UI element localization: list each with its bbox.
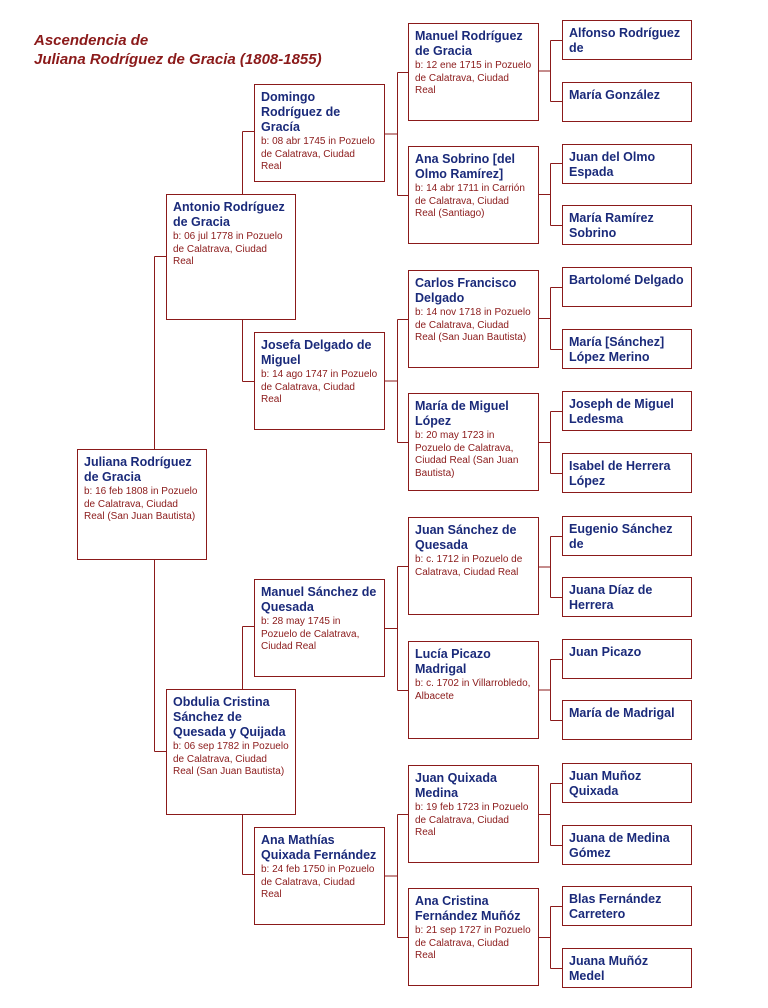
person-box-p19[interactable]: María Ramírez Sobrino bbox=[562, 205, 692, 245]
person-name: Juan Muñoz Quixada bbox=[569, 769, 642, 798]
person-name: María de Miguel López bbox=[415, 399, 509, 428]
person-name: Antonio Rodríguez de Gracia bbox=[173, 200, 285, 229]
person-name: Manuel Rodríguez de Gracia bbox=[415, 29, 523, 58]
person-box-p2[interactable]: Antonio Rodríguez de Gracia b: 06 jul 17… bbox=[166, 194, 296, 320]
person-name: Carlos Francisco Delgado bbox=[415, 276, 517, 305]
person-box-p28[interactable]: Juan Muñoz Quixada bbox=[562, 763, 692, 803]
title-line-2: Juliana Rodríguez de Gracia (1808-1855) bbox=[34, 51, 322, 68]
person-box-p22[interactable]: Joseph de Miguel Ledesma bbox=[562, 391, 692, 431]
person-box-p16[interactable]: Alfonso Rodríguez de bbox=[562, 20, 692, 60]
person-details: b: c. 1702 in Villarrobledo, Albacete bbox=[415, 678, 531, 702]
person-details: b: 14 abr 1711 in Carrión de Calatrava, … bbox=[415, 183, 525, 219]
person-box-p17[interactable]: María González bbox=[562, 82, 692, 122]
person-name: María [Sánchez] López Merino bbox=[569, 335, 665, 364]
person-name: Blas Fernández Carretero bbox=[569, 892, 662, 921]
person-box-p26[interactable]: Juan Picazo bbox=[562, 639, 692, 679]
person-name: Isabel de Herrera López bbox=[569, 459, 671, 488]
person-details: b: 12 ene 1715 in Pozuelo de Calatrava, … bbox=[415, 60, 532, 96]
person-name: María de Madrigal bbox=[569, 706, 675, 720]
person-details: b: 14 nov 1718 in Pozuelo de Calatrava, … bbox=[415, 307, 531, 343]
person-name: Lucía Picazo Madrigal bbox=[415, 647, 491, 676]
person-box-p5[interactable]: Josefa Delgado de Miguel b: 14 ago 1747 … bbox=[254, 332, 385, 430]
person-box-p23[interactable]: Isabel de Herrera López bbox=[562, 453, 692, 493]
person-details: b: 16 feb 1808 in Pozuelo de Calatrava, … bbox=[84, 486, 198, 522]
person-name: Juana de Medina Gómez bbox=[569, 831, 670, 860]
person-name: María Ramírez Sobrino bbox=[569, 211, 654, 240]
person-box-p30[interactable]: Blas Fernández Carretero bbox=[562, 886, 692, 926]
person-box-p1[interactable]: Juliana Rodríguez de Gracia b: 16 feb 18… bbox=[77, 449, 207, 560]
person-box-p10[interactable]: Carlos Francisco Delgado b: 14 nov 1718 … bbox=[408, 270, 539, 368]
person-name: Joseph de Miguel Ledesma bbox=[569, 397, 674, 426]
person-name: Domingo Rodríguez de Gracía bbox=[261, 90, 341, 134]
person-details: b: c. 1712 in Pozuelo de Calatrava, Ciud… bbox=[415, 554, 523, 578]
person-details: b: 06 sep 1782 in Pozuelo de Calatrava, … bbox=[173, 741, 289, 777]
person-name: Juana Muñóz Medel bbox=[569, 954, 649, 983]
person-details: b: 14 ago 1747 in Pozuelo de Calatrava, … bbox=[261, 369, 378, 405]
person-box-p4[interactable]: Domingo Rodríguez de Gracía b: 08 abr 17… bbox=[254, 84, 385, 182]
chart-title: Ascendencia de Juliana Rodríguez de Grac… bbox=[34, 31, 322, 69]
person-box-p7[interactable]: Ana Mathías Quixada Fernández b: 24 feb … bbox=[254, 827, 385, 925]
person-details: b: 24 feb 1750 in Pozuelo de Calatrava, … bbox=[261, 864, 375, 900]
person-details: b: 06 jul 1778 in Pozuelo de Calatrava, … bbox=[173, 231, 283, 267]
person-box-p31[interactable]: Juana Muñóz Medel bbox=[562, 948, 692, 988]
person-details: b: 19 feb 1723 in Pozuelo de Calatrava, … bbox=[415, 802, 529, 838]
person-name: Juan Picazo bbox=[569, 645, 642, 659]
person-box-p3[interactable]: Obdulia Cristina Sánchez de Quesada y Qu… bbox=[166, 689, 296, 815]
person-details: b: 21 sep 1727 in Pozuelo de Calatrava, … bbox=[415, 925, 531, 961]
person-name: Ana Sobrino [del Olmo Ramírez] bbox=[415, 152, 515, 181]
person-box-p14[interactable]: Juan Quixada Medina b: 19 feb 1723 in Po… bbox=[408, 765, 539, 863]
person-box-p13[interactable]: Lucía Picazo Madrigal b: c. 1702 in Vill… bbox=[408, 641, 539, 739]
person-name: Juana Díaz de Herrera bbox=[569, 583, 653, 612]
person-details: b: 20 may 1723 in Pozuelo de Calatrava, … bbox=[415, 430, 519, 479]
person-details: b: 08 abr 1745 in Pozuelo de Calatrava, … bbox=[261, 136, 375, 172]
person-box-p18[interactable]: Juan del Olmo Espada bbox=[562, 144, 692, 184]
person-details: b: 28 may 1745 in Pozuelo de Calatrava, … bbox=[261, 616, 360, 652]
person-name: Ana Mathías Quixada Fernández bbox=[261, 833, 377, 862]
person-box-p27[interactable]: María de Madrigal bbox=[562, 700, 692, 740]
person-box-p8[interactable]: Manuel Rodríguez de Gracia b: 12 ene 171… bbox=[408, 23, 539, 121]
person-box-p29[interactable]: Juana de Medina Gómez bbox=[562, 825, 692, 865]
person-name: Josefa Delgado de Miguel bbox=[261, 338, 372, 367]
person-name: Bartolomé Delgado bbox=[569, 273, 684, 287]
title-line-1: Ascendencia de bbox=[34, 32, 149, 49]
person-name: Juan del Olmo Espada bbox=[569, 150, 656, 179]
person-box-p9[interactable]: Ana Sobrino [del Olmo Ramírez] b: 14 abr… bbox=[408, 146, 539, 244]
person-box-p20[interactable]: Bartolomé Delgado bbox=[562, 267, 692, 307]
person-box-p24[interactable]: Eugenio Sánchez de bbox=[562, 516, 692, 556]
person-name: Juliana Rodríguez de Gracia bbox=[84, 455, 192, 484]
person-name: Ana Cristina Fernández Muñóz bbox=[415, 894, 521, 923]
person-name: Alfonso Rodríguez de bbox=[569, 26, 681, 55]
person-box-p15[interactable]: Ana Cristina Fernández Muñóz b: 21 sep 1… bbox=[408, 888, 539, 986]
person-box-p11[interactable]: María de Miguel López b: 20 may 1723 in … bbox=[408, 393, 539, 491]
person-name: Eugenio Sánchez de bbox=[569, 522, 673, 551]
person-name: Juan Sánchez de Quesada bbox=[415, 523, 517, 552]
person-name: Juan Quixada Medina bbox=[415, 771, 497, 800]
person-name: María González bbox=[569, 88, 660, 102]
person-box-p12[interactable]: Juan Sánchez de Quesada b: c. 1712 in Po… bbox=[408, 517, 539, 615]
person-name: Obdulia Cristina Sánchez de Quesada y Qu… bbox=[173, 695, 286, 739]
person-name: Manuel Sánchez de Quesada bbox=[261, 585, 377, 614]
person-box-p6[interactable]: Manuel Sánchez de Quesada b: 28 may 1745… bbox=[254, 579, 385, 677]
person-box-p25[interactable]: Juana Díaz de Herrera bbox=[562, 577, 692, 617]
person-box-p21[interactable]: María [Sánchez] López Merino bbox=[562, 329, 692, 369]
